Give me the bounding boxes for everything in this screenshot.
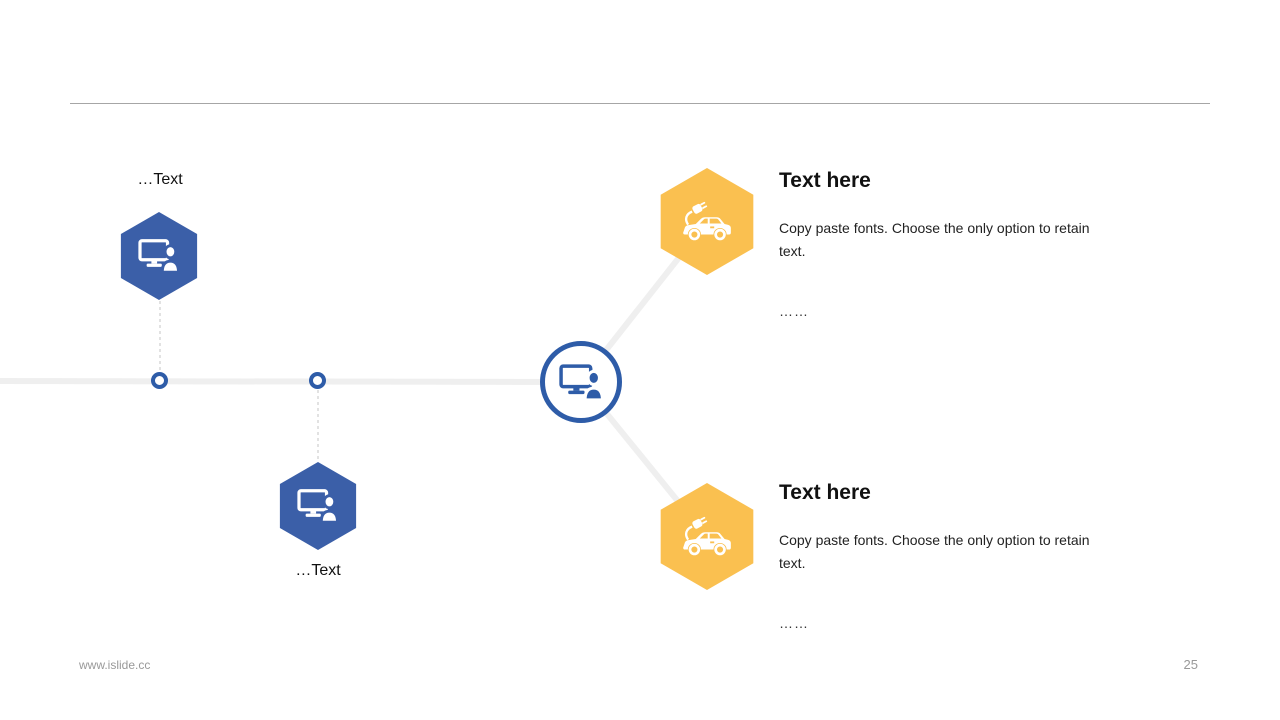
branch-body-line1: Copy paste fonts. Choose the only option…: [779, 532, 1090, 548]
branch-hexagon-bottom: [660, 483, 754, 590]
branch-body-line2: text.: [779, 555, 806, 571]
branch-ellipsis: ……: [779, 303, 809, 319]
branch-title: Text here: [779, 169, 871, 192]
branch-text-block-top: Text here Copy paste fonts. Choose the o…: [779, 168, 1119, 319]
milestone-hexagon-top: [120, 212, 198, 300]
branch-body: Copy paste fonts. Choose the only option…: [779, 217, 1119, 263]
workstation-user-icon: [297, 489, 339, 524]
hexagon-shape: [120, 212, 198, 300]
milestone-label-bottom: …Text: [295, 562, 341, 579]
electric-car-icon: [683, 201, 731, 241]
top-divider: [70, 103, 1210, 104]
branch-body-line1: Copy paste fonts. Choose the only option…: [779, 220, 1090, 236]
branch-text-block-bottom: Text here Copy paste fonts. Choose the o…: [779, 480, 1119, 631]
branch-body-line2: text.: [779, 243, 806, 259]
timeline-line: [0, 378, 582, 385]
workstation-user-icon: [138, 239, 180, 274]
branch-hexagon-top: [660, 168, 754, 275]
branch-title: Text here: [779, 481, 871, 504]
hub-circle: [540, 341, 622, 423]
workstation-user-icon: [558, 363, 604, 401]
footer-site-url: www.islide.cc: [79, 658, 151, 672]
branch-ellipsis: ……: [779, 615, 809, 631]
timeline-node-1: [151, 372, 168, 389]
timeline-node-2: [309, 372, 326, 389]
hexagon-shape: [279, 462, 357, 550]
milestone-hexagon-bottom: [279, 462, 357, 550]
milestone-label-top: …Text: [137, 171, 183, 188]
page-number: 25: [1183, 657, 1198, 672]
electric-car-icon: [683, 516, 731, 556]
branch-body: Copy paste fonts. Choose the only option…: [779, 529, 1119, 575]
